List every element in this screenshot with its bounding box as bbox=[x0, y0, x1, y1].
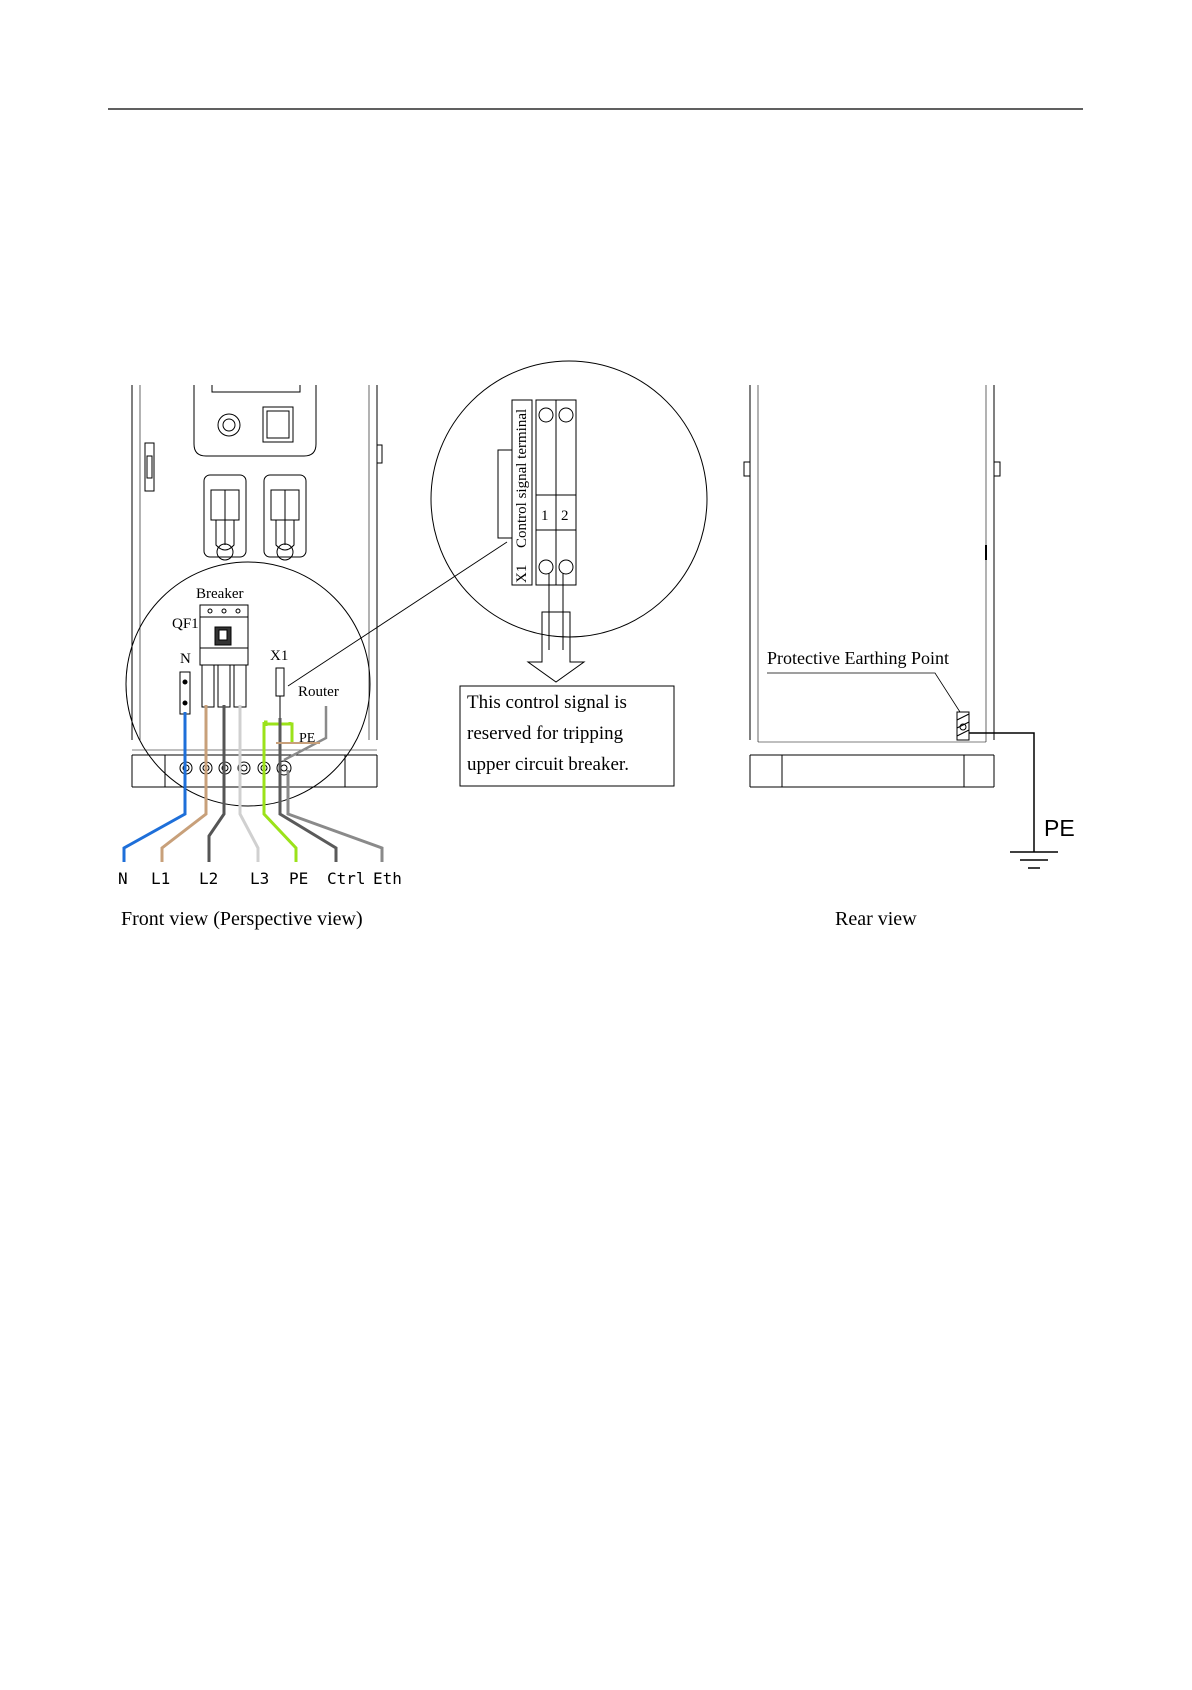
note-line-3: upper circuit breaker. bbox=[467, 754, 629, 775]
rear-view-caption: Rear view bbox=[835, 908, 917, 930]
front-view bbox=[126, 385, 382, 806]
cable-glands bbox=[180, 761, 291, 775]
note-line-2: reserved for tripping bbox=[467, 723, 624, 744]
terminal-1-label: 1 bbox=[541, 508, 549, 524]
breaker-qf1 bbox=[200, 605, 248, 707]
cable-l3 bbox=[240, 705, 258, 862]
earthing-point-label: Protective Earthing Point bbox=[767, 648, 949, 668]
x1-label: X1 bbox=[270, 648, 288, 664]
n-label: N bbox=[180, 651, 191, 667]
front-cables bbox=[124, 705, 382, 862]
ground-symbol bbox=[1010, 852, 1058, 868]
cable-label-l3: L3 bbox=[250, 869, 269, 888]
x1-terminal bbox=[276, 668, 284, 696]
router-label: Router bbox=[298, 684, 339, 700]
pe-inner-label: PE bbox=[299, 731, 315, 746]
terminal-detail-circle bbox=[431, 361, 707, 637]
cable-label-n: N bbox=[118, 869, 128, 888]
pe-wire bbox=[969, 733, 1034, 852]
cable-label-l1: L1 bbox=[151, 869, 170, 888]
note-line-1: This control signal is bbox=[467, 692, 627, 713]
x1-vertical-label: X1 bbox=[514, 565, 530, 583]
down-arrow bbox=[528, 612, 584, 682]
breaker-label: Breaker bbox=[196, 586, 243, 602]
front-labels: Breaker QF1 N X1 Router PE N L1 L2 L3 PE… bbox=[118, 586, 402, 930]
cable-l2 bbox=[209, 705, 224, 862]
rear-view-text: Protective Earthing Point PE Rear view bbox=[767, 648, 1075, 930]
terminal-detail-text: Control signal terminal X1 1 2 This cont… bbox=[467, 409, 629, 775]
front-view-caption: Front view (Perspective view) bbox=[121, 908, 363, 930]
cable-label-eth: Eth bbox=[373, 869, 402, 888]
control-signal-terminal-label: Control signal terminal bbox=[514, 409, 530, 548]
terminal-2-label: 2 bbox=[561, 508, 569, 524]
earthing-point bbox=[957, 712, 969, 740]
neutral-terminal bbox=[180, 672, 190, 714]
cable-label-ctrl: Ctrl bbox=[327, 869, 366, 888]
cable-label-pe: PE bbox=[289, 869, 308, 888]
qf1-label: QF1 bbox=[172, 616, 199, 632]
rear-view bbox=[744, 385, 1058, 868]
charging-connectors bbox=[204, 475, 306, 560]
cable-label-l2: L2 bbox=[199, 869, 218, 888]
pe-ground-label: PE bbox=[1044, 815, 1075, 841]
earthing-leader-line bbox=[767, 673, 960, 712]
detail-leader-line bbox=[288, 542, 507, 686]
